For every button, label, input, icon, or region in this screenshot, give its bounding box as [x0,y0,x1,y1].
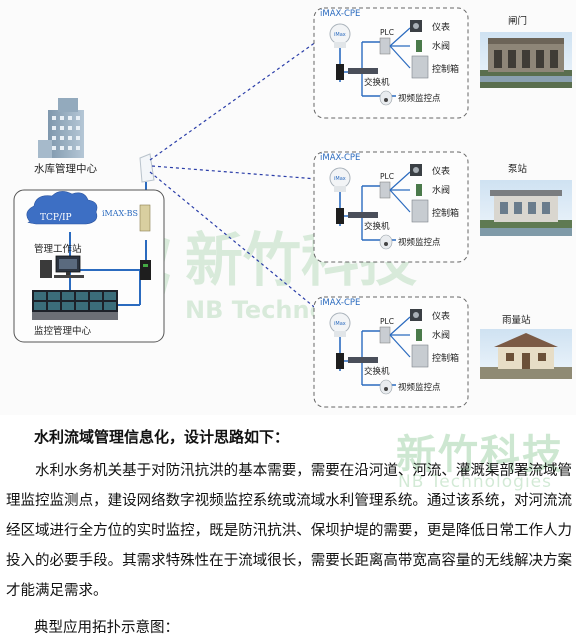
site-name: 泵站 [508,163,528,175]
cabinet-icon [411,199,429,223]
station-title: iMAX-CPE [320,298,360,308]
station-rain: iMAX-CPE iMax 交换机 PLC 仪表 水阀 控制箱 视频监控点 雨量… [313,296,572,408]
switch-icon [348,212,378,218]
camera-icon [379,379,393,395]
section-heading: 水利流域管理信息化，设计思路如下： [34,428,290,446]
pump-site-photo [480,180,572,236]
cpe-tag: iMax [334,176,346,182]
wireless-link-pump [151,165,331,181]
plc-label: PLC [380,172,394,181]
tcpip-label: TCP/IP [40,213,72,223]
plc-label: PLC [380,317,394,326]
monitoring-wall-icon [32,290,118,320]
cabinet-icon [411,344,429,368]
valve-icon [416,329,422,341]
plc-label: PLC [380,28,394,37]
plc-icon [379,326,391,344]
base-station-antenna-icon [139,153,155,183]
meter-label: 仪表 [432,310,450,322]
cpe-tag: iMax [334,32,346,38]
text-watermark-en: NB Technologies [398,472,552,492]
valve-icon [416,40,422,52]
cpe-antenna-icon [329,23,351,48]
wireless-links [149,31,331,321]
switch-icon [348,68,378,74]
switch-label: 交换机 [364,221,390,232]
gate-site-photo [480,32,572,88]
camera-label: 视频监控点 [398,382,441,393]
cpe-antenna-icon [329,312,351,337]
camera-label: 视频监控点 [398,237,441,248]
valve-label: 水阀 [432,184,450,196]
site-name: 雨量站 [502,314,531,326]
valve-icon [416,184,422,196]
switch-icon [348,357,378,363]
wireless-link-rain [149,171,331,321]
rain-site-photo [480,329,572,379]
valve-label: 水阀 [432,40,450,52]
camera-icon [379,234,393,250]
body-paragraph: 水利水务机关基于对防汛抗洪的基本需要，需要在沿河道、河流、灌溉渠部署流域管理监控… [6,463,572,599]
reservoir-center-label: 水库管理中心 [34,162,97,175]
plc-icon [379,181,391,199]
cpe-poe-icon [336,353,344,369]
cabinet-icon [411,55,429,79]
cpe-poe-icon [336,208,344,224]
tcpip-cloud-icon [26,191,98,225]
station-box [313,296,469,408]
station-pump: iMAX-CPE iMax 交换机 PLC 仪表 水阀 控制箱 视频监控点 泵站 [313,151,572,263]
station-box [313,7,469,119]
switch-label: 交换机 [364,77,390,88]
site-name: 闸门 [508,15,527,27]
plc-icon [379,37,391,55]
cpe-tag: iMax [334,321,346,327]
lan-group: TCP/IP iMAX-BS 管理工作站 [13,189,165,343]
cpe-antenna-icon [329,167,351,192]
switch-label: 交换机 [364,366,390,377]
camera-icon [379,90,393,106]
network-topology-diagram: 新竹科技 NB Technologies 水库管理中心 TCP/IP [13,7,572,408]
station-title: iMAX-CPE [320,9,360,19]
meter-icon [410,164,422,176]
station-gate: iMAX-CPE iMax 交换机 PLC 仪表 水阀 控制箱 视频监控点 闸门 [313,7,572,119]
imax-bs-device-icon [139,204,151,232]
cabinet-label: 控制箱 [432,207,459,219]
station-title: iMAX-CPE [320,153,360,163]
camera-label: 视频监控点 [398,93,441,104]
workstation-label: 管理工作站 [34,243,82,255]
workstation-icon [40,255,84,278]
wireless-link-gate [149,31,331,161]
meter-label: 仪表 [432,21,450,33]
meter-label: 仪表 [432,165,450,177]
monitor-center-label: 监控管理中心 [34,325,92,337]
cabinet-label: 控制箱 [432,352,459,364]
reservoir-center-building-icon [38,98,84,158]
cpe-poe-icon [336,64,344,80]
imax-bs-label: iMAX-BS [102,209,138,218]
meter-icon [410,20,422,32]
station-box [313,151,469,263]
poe-adapter-icon [140,260,151,280]
figure-caption: 典型应用拓扑示意图： [34,620,179,636]
text-watermark-cn: 新竹科技 [396,432,564,478]
meter-icon [410,309,422,321]
valve-label: 水阀 [432,329,450,341]
cabinet-label: 控制箱 [432,63,459,75]
